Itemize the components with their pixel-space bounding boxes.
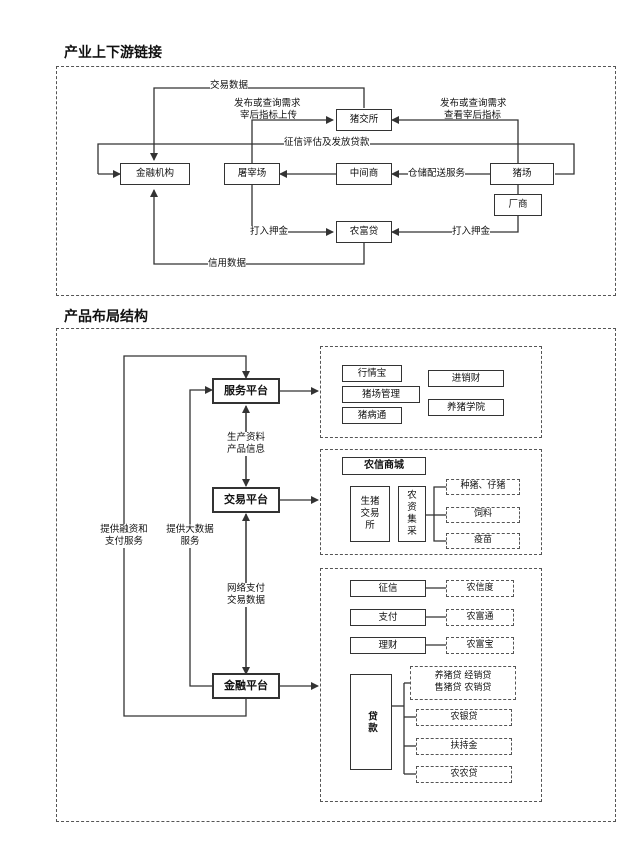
nongxindu-box: 农信度 xyxy=(446,580,514,597)
network-payment-label: 网络支付 交易数据 xyxy=(218,583,274,607)
feed-box: 饲料 xyxy=(446,507,520,523)
nongfubao-box: 农富宝 xyxy=(446,637,514,654)
jinxiaocai-box: 进销财 xyxy=(428,370,504,387)
pig-farm-management-box: 猪场管理 xyxy=(342,386,420,403)
deposit-right-label: 打入押金 xyxy=(452,226,491,239)
deposit-left-label: 打入押金 xyxy=(250,226,289,239)
pig-academy-box: 养猪学院 xyxy=(428,399,504,416)
warehouse-delivery-label: 仓储配送服务 xyxy=(408,168,466,181)
credit-loan-label: 征信评估及发放贷款 xyxy=(284,137,370,150)
trade-data-label: 交易数据 xyxy=(210,80,249,93)
mall-group-frame xyxy=(320,449,542,555)
service-group-frame xyxy=(320,346,542,438)
hangqingbao-box: 行情宝 xyxy=(342,365,402,382)
pig-farm-box: 猪场 xyxy=(490,163,554,185)
section2-title: 产品布局结构 xyxy=(64,309,148,325)
nongxin-mall-box: 农信商城 xyxy=(342,457,426,475)
section2-frame xyxy=(56,328,616,822)
payment-box: 支付 xyxy=(350,609,426,626)
loan-box: 贷款 xyxy=(350,674,392,770)
big-data-service-label: 提供大数据 服务 xyxy=(158,524,222,548)
wealth-management-box: 理财 xyxy=(350,637,426,654)
live-pig-exchange-box: 生猪 交易 所 xyxy=(350,486,390,542)
vaccine-box: 疫苗 xyxy=(446,533,520,549)
trade-platform-box: 交易平台 xyxy=(212,487,280,513)
slaughterhouse-box: 屠宰场 xyxy=(224,163,280,185)
publish-query-left-label: 发布或查询需求 xyxy=(234,98,301,109)
nongfudai-box: 农富贷 xyxy=(336,221,392,243)
farm-supplies-procurement-box: 农 资 集 采 xyxy=(398,486,426,542)
loan-products-box: 养猪贷 经销贷 售猪贷 农销贷 xyxy=(410,666,516,700)
financing-payment-label: 提供融资和 支付服务 xyxy=(92,524,156,548)
publish-query-right-label: 发布或查询需求 xyxy=(440,98,507,109)
credit-data-label: 信用数据 xyxy=(208,258,247,271)
zhubingtong-box: 猪病通 xyxy=(342,407,402,424)
breeding-piglets-box: 种猪、仔猪 xyxy=(446,479,520,495)
service-platform-box: 服务平台 xyxy=(212,378,280,404)
production-info-label: 生产资料 产品信息 xyxy=(218,432,274,456)
post-slaughter-upload-label: 宰后指标上传 xyxy=(240,110,298,121)
nongfutong-box: 农富通 xyxy=(446,609,514,626)
view-slaughter-index-label: 查看宰后指标 xyxy=(444,110,502,121)
finance-group-frame xyxy=(320,568,542,802)
section1-frame xyxy=(56,66,616,296)
credit-box: 征信 xyxy=(350,580,426,597)
finance-platform-box: 金融平台 xyxy=(212,673,280,699)
middleman-box: 中间商 xyxy=(336,163,392,185)
section1-title: 产业上下游链接 xyxy=(64,45,162,61)
nongyindai-box: 农银贷 xyxy=(416,709,512,726)
finance-institution-box: 金融机构 xyxy=(120,163,190,185)
nongnongdai-box: 农农贷 xyxy=(416,766,512,783)
pig-exchange-box: 猪交所 xyxy=(336,109,392,131)
manufacturer-box: 厂商 xyxy=(494,194,542,216)
support-fund-box: 扶持金 xyxy=(416,738,512,755)
